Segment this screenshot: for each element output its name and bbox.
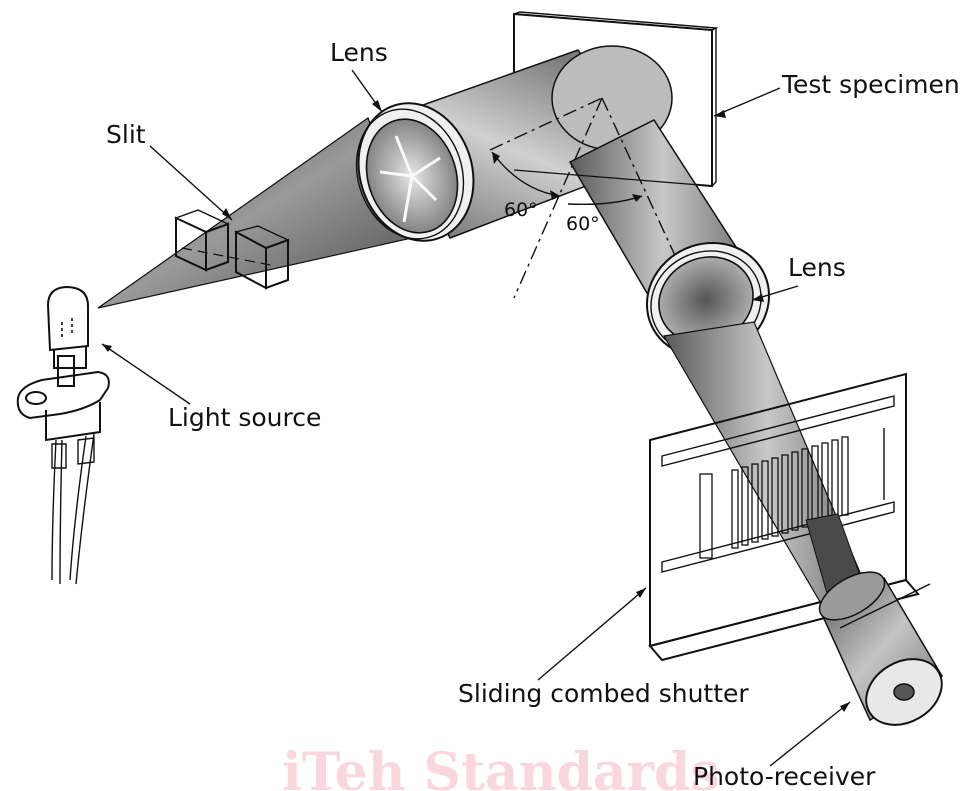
angle-left-label: 60° bbox=[504, 199, 538, 221]
slit-label: Slit bbox=[106, 120, 146, 149]
slit-assembly bbox=[174, 209, 290, 290]
lens-right bbox=[645, 241, 771, 359]
sliding-combed-shutter-label: Sliding combed shutter bbox=[458, 679, 749, 708]
angle-arcs bbox=[491, 151, 643, 205]
angle-right-label: 60° bbox=[566, 213, 600, 235]
watermark: iTeh Standards bbox=[282, 742, 720, 791]
lens-top bbox=[355, 102, 475, 242]
leader-lines bbox=[101, 69, 851, 767]
lens-top-label: Lens bbox=[330, 38, 388, 67]
photo-receiver-label: Photo-receiver bbox=[693, 762, 876, 791]
lens-right-label: Lens bbox=[788, 253, 846, 282]
light-source-label: Light source bbox=[168, 403, 321, 432]
test-specimen-label: Test specimen bbox=[781, 70, 960, 99]
light-source-lamp bbox=[16, 285, 110, 585]
photo-receiver bbox=[818, 571, 944, 726]
